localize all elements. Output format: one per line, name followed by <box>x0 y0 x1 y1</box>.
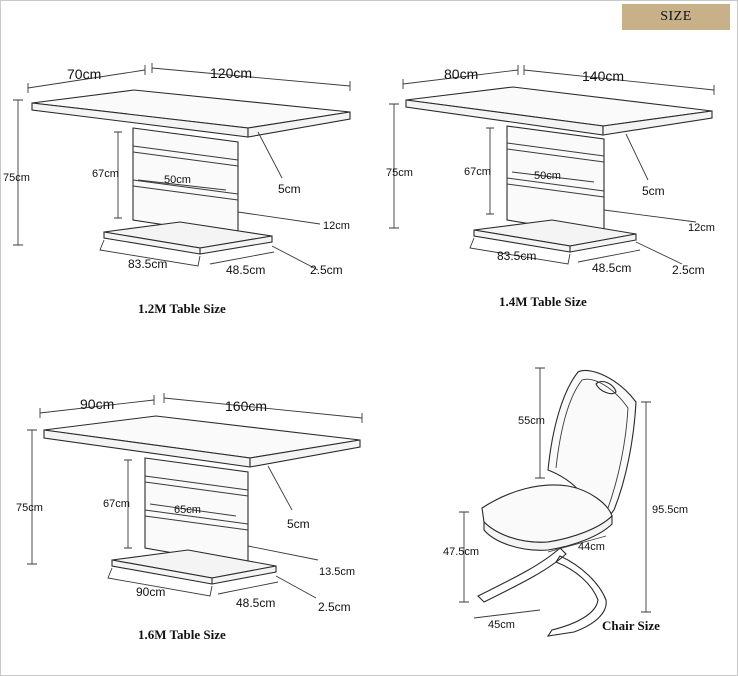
table-2-pedestal-width-dim-line <box>511 171 595 183</box>
table-3-top-thickness-label: 5cm <box>287 517 310 531</box>
chair-caption: Chair Size <box>602 618 660 633</box>
table-2-height-label: 75cm <box>386 167 413 179</box>
table-1-base-depth-label: 48.5cm <box>226 263 265 277</box>
table-2-base-thickness-label: 2.5cm <box>672 263 705 277</box>
table-2-pedestal-height-dim-line <box>486 127 494 215</box>
table-2-base <box>473 229 637 253</box>
table-2-top-side-edge <box>602 110 713 136</box>
chair-frame-runner <box>546 555 607 637</box>
table-2-base-length-dim-line <box>469 237 571 265</box>
table-1-top-side-edge <box>247 111 351 138</box>
chair-width-dim-line <box>473 609 541 619</box>
table-3-plinth-label: 13.5cm <box>319 566 355 578</box>
table-3-leader-lines <box>247 465 319 599</box>
table-1-top-thickness-label: 5cm <box>278 182 301 196</box>
table-3-depth-dim-line <box>39 395 155 418</box>
table-3-top-side-edge <box>249 439 361 468</box>
chair-seat-depth-label: 44cm <box>578 541 605 553</box>
table-3-height-label: 75cm <box>16 502 43 514</box>
table-1-base-length-label: 83.5cm <box>128 257 167 271</box>
table-1-drawing: 70cm 120cm 75cm 67cm 50cm 5cm 12cm 83.5c… <box>3 63 351 316</box>
chair-seat-depth-dim-line <box>547 535 607 553</box>
table-1-base-depth-dim-line <box>209 251 275 265</box>
table-2-pedestal-grooves <box>506 142 605 198</box>
table-1-base-thickness-label: 2.5cm <box>310 263 343 277</box>
size-badge: SIZE <box>622 4 730 30</box>
table-3-base-thickness-label: 2.5cm <box>318 600 351 614</box>
chair-total-height-label: 95.5cm <box>652 504 688 516</box>
table-3-caption: 1.6M Table Size <box>138 627 226 642</box>
table-2-length-label: 140cm <box>582 68 624 84</box>
table-2-leader-lines <box>603 133 697 265</box>
table-1-base-length-dim-line <box>99 239 201 267</box>
table-2-base-depth-dim-line <box>577 249 641 263</box>
table-1-depth-dim-line <box>27 65 146 93</box>
table-1-pedestal-grooves <box>132 145 239 201</box>
table-3-base-depth-dim-line <box>217 581 279 595</box>
table-3-base-length-dim-line <box>107 567 213 597</box>
chair-frame-front <box>477 547 567 603</box>
table-1-depth-label: 70cm <box>67 66 101 82</box>
chair-backrest-inner-seam <box>555 378 629 509</box>
table-2-height-dim-line <box>389 103 399 229</box>
table-2-pedestal-height-label: 67cm <box>464 166 491 178</box>
table-1-caption: 1.2M Table Size <box>138 301 226 316</box>
chair-width-label: 45cm <box>488 619 515 631</box>
table-3-pedestal-width-dim-line <box>149 503 237 517</box>
chair-drawing: 55cm 95.5cm 47.5cm 44cm 45cm Chair Size <box>443 367 688 637</box>
table-1-height-dim-line <box>13 99 23 246</box>
table-2-base-depth-label: 48.5cm <box>592 261 631 275</box>
table-1-plinth-label: 12cm <box>323 220 350 232</box>
table-2-plinth-label: 12cm <box>688 222 715 234</box>
table-3-base-depth-label: 48.5cm <box>236 596 275 610</box>
chair-back-height-dim-line <box>535 367 545 479</box>
chair-handle-cutout <box>595 381 617 395</box>
table-1-length-label: 120cm <box>210 65 252 81</box>
table-1-leader-lines <box>237 131 321 271</box>
table-1-pedestal-width-dim-line <box>137 179 227 191</box>
chair-back-height-label: 55cm <box>518 415 545 427</box>
table-2-caption: 1.4M Table Size <box>499 294 587 309</box>
table-2-depth-label: 80cm <box>444 66 478 82</box>
table-3-drawing: 90cm 160cm 75cm 67cm 65cm 5cm 13.5cm 90c… <box>16 393 363 642</box>
table-2-depth-dim-line <box>402 65 519 89</box>
table-2-length-dim-line <box>523 65 715 95</box>
size-badge-label: SIZE <box>660 9 692 24</box>
table-2-pedestal-width-label: 50cm <box>534 170 561 182</box>
table-1-height-label: 75cm <box>3 172 30 184</box>
table-1-length-dim-line <box>151 63 351 91</box>
table-3-length-dim-line <box>163 393 363 423</box>
table-3-pedestal-grooves <box>144 475 249 531</box>
table-3-base-length-label: 90cm <box>136 585 165 599</box>
table-3-pedestal-height-label: 67cm <box>103 498 130 510</box>
chair-total-height-dim-line <box>641 401 651 613</box>
table-3-pedestal-width-label: 65cm <box>174 504 201 516</box>
table-2-drawing: 80cm 140cm 75cm 67cm 50cm 5cm 12cm 83.5c… <box>386 65 715 309</box>
table-1-base <box>103 231 273 255</box>
table-3-depth-label: 90cm <box>80 396 114 412</box>
table-1-pedestal-height-label: 67cm <box>92 168 119 180</box>
table-3-base <box>111 559 277 585</box>
chair-seat-height-dim-line <box>459 511 469 603</box>
table-1-pedestal-width-label: 50cm <box>164 174 191 186</box>
table-3-height-dim-line <box>27 429 37 565</box>
table-3-length-label: 160cm <box>225 398 267 414</box>
chair-seat-height-label: 47.5cm <box>443 546 479 558</box>
table-3-pedestal-height-dim-line <box>124 459 132 549</box>
table-2-top-thickness-label: 5cm <box>642 184 665 198</box>
chair-seat-edge <box>483 514 613 551</box>
table-1-pedestal-height-dim-line <box>114 131 122 219</box>
table-2-base-length-label: 83.5cm <box>497 249 536 263</box>
